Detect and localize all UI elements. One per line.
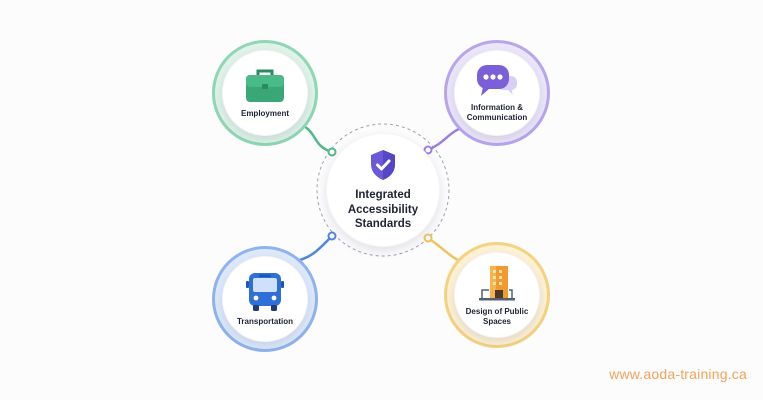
public-spaces-node: Design of Public Spaces [454,252,540,338]
briefcase-icon [246,69,284,103]
center-node: Integrated Accessibility Standards [326,133,440,247]
connector-dot-employment [327,147,337,157]
center-title: Integrated Accessibility Standards [347,189,419,231]
center-dashed-ring [316,123,450,257]
shield-check-icon [371,150,395,181]
public-spaces-label: Design of Public Spaces [465,307,529,326]
transportation-label: Transportation [236,317,293,327]
transportation-node: Transportation [222,256,308,342]
information-label: Information & Communication [466,103,528,122]
building-icon [479,266,515,301]
employment-node: Employment [222,50,308,136]
information-node: Information & Communication [454,50,540,136]
website-watermark: www.aoda-training.ca [609,366,747,382]
bus-icon [246,273,284,312]
connector-employment [299,122,333,154]
connector-dot-public-spaces [423,233,433,243]
employment-label: Employment [240,109,289,119]
connector-dot-transportation [327,231,337,241]
chat-bubble-icon [477,65,517,97]
